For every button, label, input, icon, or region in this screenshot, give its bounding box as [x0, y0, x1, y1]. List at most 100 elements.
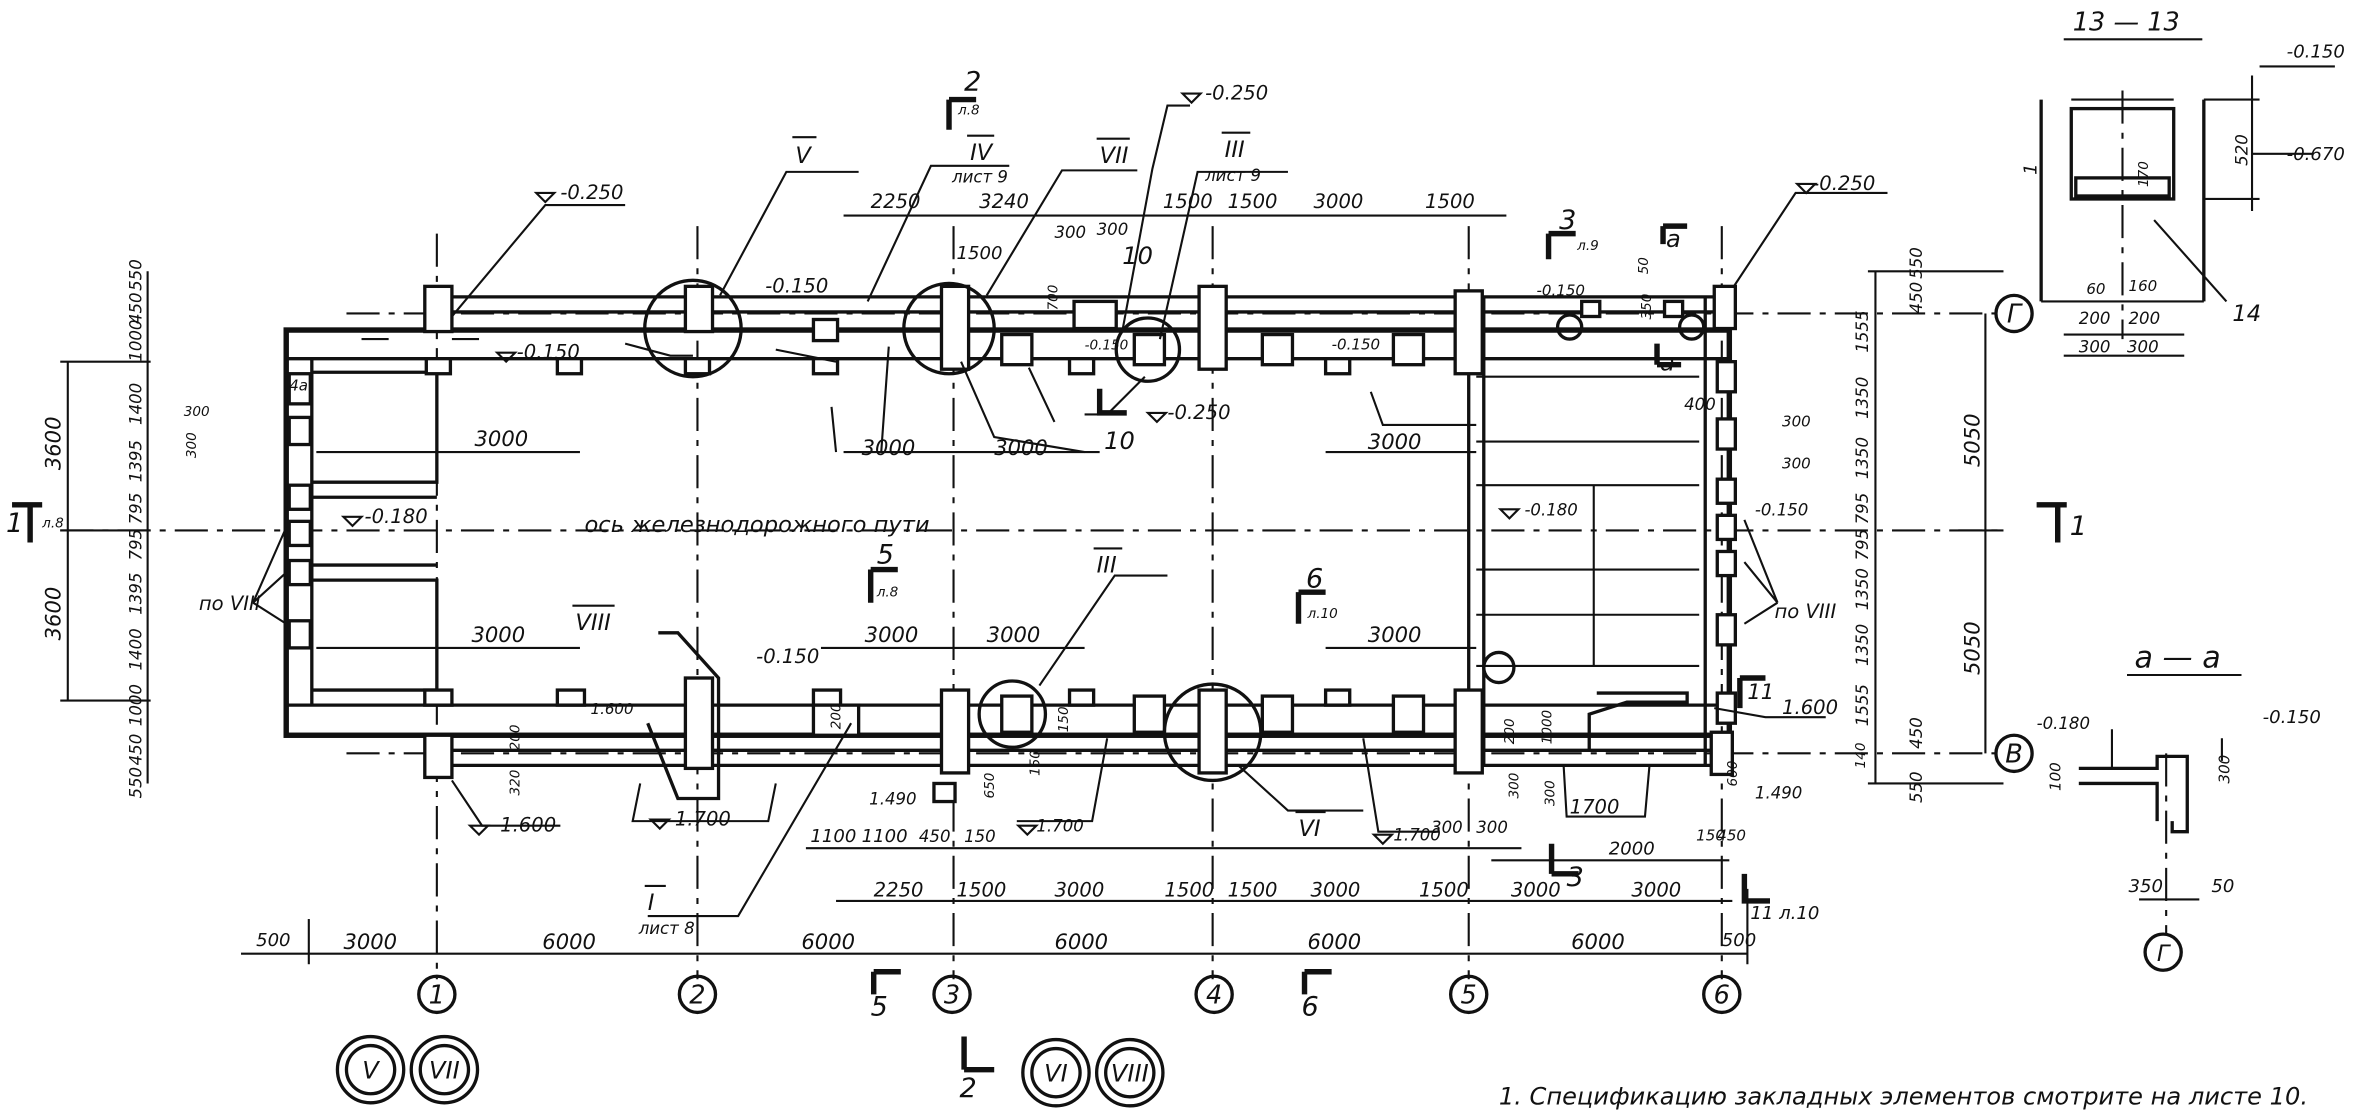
section-5-bottom: 5 — [871, 991, 888, 1022]
dim-small-15: 1700 — [1570, 796, 1620, 819]
dim-row2-6: 1500 — [1419, 878, 1469, 901]
elev-1: -0.250 — [560, 181, 623, 204]
sec13-d60: 60 — [2086, 280, 2105, 298]
dim-right-10: 450 — [1907, 717, 1926, 749]
dimension-lines — [60, 214, 2004, 965]
mark-iii-sheet: лист 9 — [1204, 166, 1261, 185]
dim-right-9: 1555 — [1853, 684, 1872, 726]
dim-bottom-0: 500 — [256, 930, 290, 951]
sec-aa-d300: 300 — [2215, 755, 2233, 784]
axis-bubbles: 1 2 3 4 5 6 Г В — [417, 293, 2034, 1015]
dim-right-17: 4a — [289, 376, 308, 394]
dim-left-14: 3600 — [40, 416, 65, 470]
dim-row2-0: 2250 — [874, 878, 924, 901]
axis-6: 6 — [1714, 980, 1730, 1010]
dim-top-1: 3240 — [979, 190, 1029, 213]
axis-1: 1 — [429, 980, 445, 1010]
dim-small-11: 650 — [982, 773, 998, 799]
dim-top-5: 1500 — [1228, 190, 1278, 213]
axis-3: 3 — [944, 980, 960, 1010]
dim-right-13: 5050 — [1959, 621, 1984, 675]
section-1-right: 1 — [2070, 511, 2087, 542]
elev-10: -0.180 — [1524, 500, 1577, 519]
right-dimensions: 550 450 1555 1350 1350 795 795 1350 1350… — [289, 247, 1984, 803]
dim-inner-5: 3000 — [865, 622, 919, 647]
dim-right-4: 1350 — [1853, 437, 1872, 479]
elev-4: -0.250 — [1167, 401, 1230, 424]
section-1-sheet: л.8 — [41, 515, 64, 531]
elevation-labels: -0.250 -0.250 -0.250 -0.250 -0.150 -0.15… — [340, 41, 2345, 846]
mark-vi: VI — [1298, 816, 1320, 842]
dim-right-11: 550 — [1907, 771, 1926, 803]
dim-inner-1: 3000 — [471, 622, 525, 647]
mark-i: I — [648, 890, 655, 916]
dim-bottom-3: 6000 — [801, 929, 855, 954]
leader-lines — [252, 104, 1888, 918]
dim-left-2: 1000 — [127, 320, 146, 362]
dim-bottom-4: 6000 — [1054, 929, 1108, 954]
sec-aa-d100: 100 — [2047, 762, 2065, 791]
sec13-d200a: 200 — [2079, 309, 2111, 328]
dim-top-8: 1500 — [957, 243, 1003, 264]
dim-left-5: 300 — [184, 432, 200, 458]
elev-13: 1.700 — [675, 808, 731, 831]
section-13-13: 13 — 13 520 170 60 160 200 200 300 300 1… — [2021, 7, 2335, 357]
axis-5: 5 — [1461, 980, 1477, 1010]
dim-top-2: 300 — [1054, 223, 1086, 242]
section-11: 11 — [1747, 679, 1774, 704]
dim-right-15: 300 — [1782, 455, 1811, 473]
dim-inner-4: 3000 — [1368, 429, 1422, 454]
dim-small-3: 200 — [508, 724, 524, 750]
dim-left-13: 450 — [127, 734, 146, 766]
detail-references: V VII VI VIII — [335, 1034, 1165, 1108]
dim-small-13: 140 — [1853, 743, 1869, 769]
dim-right-16: 400 — [1684, 395, 1716, 414]
dim-row3-0: 1100 — [810, 826, 856, 847]
dim-right-8: 1350 — [1853, 624, 1872, 666]
dim-row3-4: 300 — [1431, 818, 1463, 837]
dim-small-4: 320 — [508, 770, 524, 796]
sec-aa-d50: 50 — [2211, 876, 2234, 897]
elev-22: -0.150 — [2263, 707, 2321, 728]
dim-left-11: 1000 — [127, 684, 146, 726]
dim-bottom-5: 6000 — [1308, 929, 1362, 954]
dim-left-10: 1400 — [127, 628, 146, 670]
dim-row3-6: 150 — [1696, 827, 1725, 845]
mark-po-viii-left: по VIII — [199, 592, 261, 615]
axis-4: 4 — [1206, 980, 1222, 1010]
embedded-plates — [287, 284, 1738, 804]
dim-small-6: 1000 — [1540, 710, 1556, 744]
dim-right-5: 795 — [1853, 493, 1872, 525]
dim-row2-4: 1500 — [1228, 878, 1278, 901]
mark-iv-sheet: лист 9 — [951, 167, 1008, 186]
dim-small-12: 600 — [1725, 761, 1741, 787]
dim-left-9: 1395 — [127, 573, 146, 615]
dim-row3-7: 450 — [1717, 827, 1746, 845]
small-dimensions: 700 350 50 200 320 200 1000 200 300 150 … — [508, 257, 1869, 819]
section-aa-axis: Г — [2157, 941, 2172, 967]
elev-17: 1.490 — [869, 790, 916, 809]
section-a-top: a — [1666, 225, 1681, 253]
dim-left-12: 550 — [127, 767, 146, 799]
section-6-top-sheet: л.10 — [1307, 606, 1338, 622]
elev-14: 1.700 — [1036, 817, 1083, 836]
section-2-top: 2 — [964, 67, 981, 98]
axis-row-g: Г — [2007, 300, 2023, 330]
section-5-top: 5 — [877, 540, 894, 571]
section-1-left: 1 — [6, 508, 23, 539]
dim-small-0: 700 — [1045, 285, 1061, 311]
dim-right-14: 300 — [1782, 412, 1811, 430]
dim-row3-8: 2000 — [1609, 838, 1655, 859]
dim-inner-2: 3000 — [862, 435, 916, 460]
dim-right-0: 550 — [1907, 247, 1926, 279]
dim-right-12: 5050 — [1959, 413, 1984, 467]
section-2-top-sheet: л.8 — [957, 103, 980, 119]
section-3-top: 3 — [1559, 205, 1576, 236]
dim-row2-5: 3000 — [1311, 878, 1361, 901]
dim-bottom-7: 500 — [1722, 930, 1756, 951]
dim-small-8: 300 — [1506, 773, 1522, 799]
elev-7: -0.150 — [1332, 336, 1381, 354]
axis-2: 2 — [689, 980, 705, 1010]
elev-5: -0.150 — [517, 341, 580, 364]
elev-24: -0.150 — [1085, 338, 1129, 354]
